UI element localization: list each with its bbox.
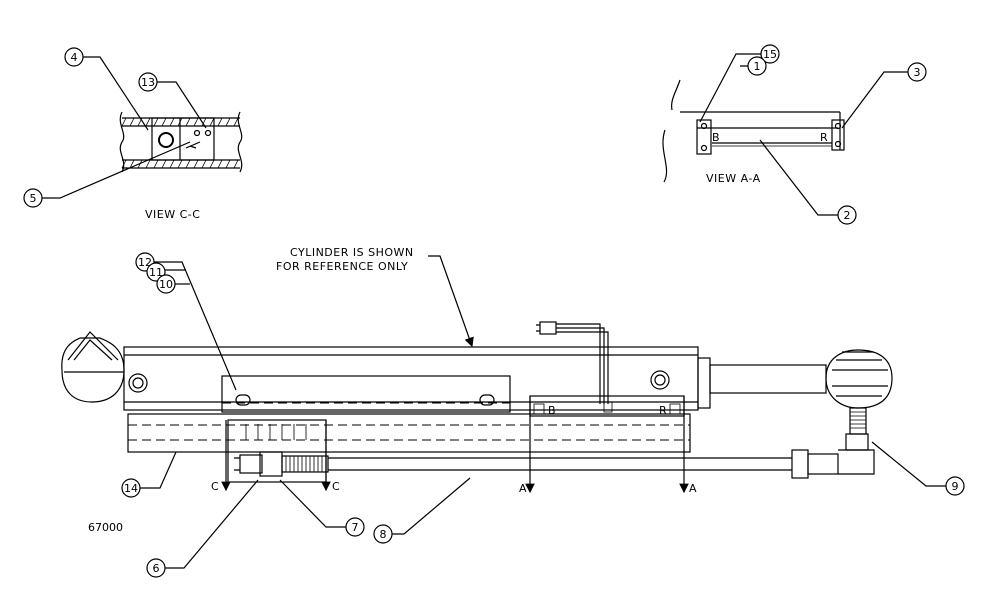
section-c-left: C [211,480,219,493]
callout-15: 15 [760,44,780,64]
svg-text:8: 8 [380,528,387,541]
view-c-c: VIEW C-C [119,111,243,221]
callout-9: 9 [945,476,965,496]
view-c-c-label: VIEW C-C [145,208,200,221]
section-a-left: A [519,482,527,495]
svg-text:13: 13 [141,76,155,89]
leader-lines [42,53,946,569]
svg-text:12: 12 [138,256,152,269]
callout-6: 6 [146,558,166,578]
sensor-b-label: B [712,131,720,144]
svg-text:11: 11 [149,266,163,279]
note-line-1: CYLINDER IS SHOWN [290,246,414,259]
svg-text:2: 2 [844,209,851,222]
svg-text:4: 4 [71,51,78,64]
svg-text:5: 5 [30,192,37,205]
drawing-id: 67000 [88,521,123,534]
svg-text:9: 9 [952,480,959,493]
view-a-a: B R VIEW A-A [662,79,845,185]
svg-text:7: 7 [352,521,359,534]
callout-1: 1 [747,56,767,76]
section-a-right: A [689,482,697,495]
callout-3: 3 [907,62,927,82]
callouts: 4 13 5 15 1 3 2 12 11 10 14 6 7 8 9 [23,44,965,578]
svg-text:10: 10 [159,278,173,291]
callout-4: 4 [64,47,84,67]
callout-13: 13 [138,72,158,92]
callout-2: 2 [837,205,857,225]
callout-14: 14 [121,478,141,498]
callout-7: 7 [345,517,365,537]
note-line-2: FOR REFERENCE ONLY [276,260,408,273]
main-sensor-b-label: B [548,404,556,417]
svg-text:3: 3 [914,66,921,79]
svg-text:14: 14 [124,482,138,495]
svg-text:15: 15 [763,48,777,61]
main-sensor-r-label: R [659,404,667,417]
callout-10: 10 [156,274,176,294]
section-c-right: C [332,480,340,493]
main-assembly: B R C C [61,246,893,534]
callout-5: 5 [23,188,43,208]
svg-text:1: 1 [754,60,761,73]
svg-text:6: 6 [153,562,160,575]
sensor-r-label: R [820,131,828,144]
callout-8: 8 [373,524,393,544]
view-a-a-label: VIEW A-A [706,172,761,185]
